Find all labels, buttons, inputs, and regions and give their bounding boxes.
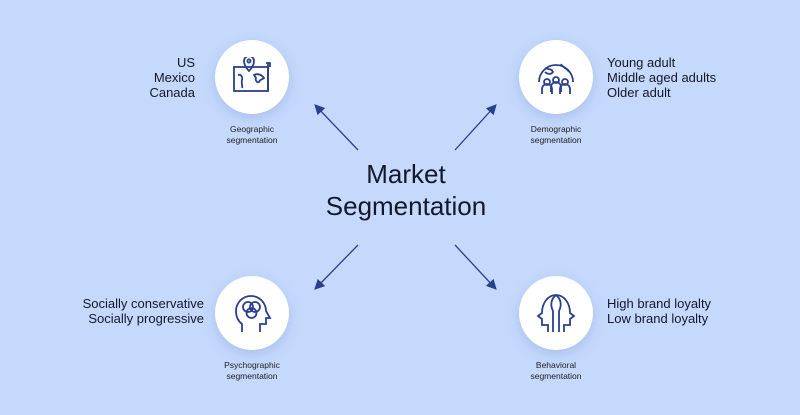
title-line1: Market [366, 159, 446, 189]
caption-line: Demographic [530, 124, 582, 134]
psychographic-circle [215, 276, 289, 350]
caption-line: segmentation [226, 135, 278, 145]
psychographic-caption: Psychographic segmentation [192, 360, 312, 382]
arrow-geographic [314, 104, 359, 151]
caption-line: segmentation [226, 371, 278, 381]
two-heads-icon [536, 294, 576, 332]
caption-line: segmentation [530, 371, 582, 381]
head-circles-icon [235, 295, 272, 332]
map-pin-icon [233, 57, 271, 92]
demographic-items: Young adult Middle aged adults Older adu… [607, 55, 716, 100]
behavioral-caption: Behavioral segmentation [496, 360, 616, 382]
title-line2: Segmentation [325, 191, 487, 221]
demographic-circle [519, 40, 593, 114]
arrow-demographic [454, 104, 497, 151]
psychographic-items: Socially conservative Socially progressi… [83, 296, 204, 326]
diagram-title: Market Segmentation [300, 158, 512, 222]
arrow-psychographic [314, 244, 359, 290]
arrow-behavioral [454, 244, 497, 290]
list-item: Canada [149, 85, 195, 100]
geographic-caption: Geographic segmentation [192, 124, 312, 146]
list-item: Middle aged adults [607, 70, 717, 85]
list-item: High brand loyalty [607, 296, 712, 311]
geographic-items: US Mexico Canada [149, 55, 195, 100]
list-item: Socially conservative [82, 296, 204, 311]
list-item: Older adult [607, 85, 671, 100]
list-item: Young adult [607, 55, 676, 70]
demographic-caption: Demographic segmentation [496, 124, 616, 146]
list-item: Socially progressive [88, 311, 204, 326]
caption-line: Behavioral [535, 360, 577, 370]
list-item: US [176, 55, 195, 70]
list-item: Low brand loyalty [607, 311, 709, 326]
caption-line: Geographic [230, 124, 274, 134]
behavioral-circle [519, 276, 593, 350]
list-item: Mexico [153, 70, 195, 85]
globe-people-icon [538, 63, 574, 94]
caption-line: Psychographic [224, 360, 280, 370]
caption-line: segmentation [530, 135, 582, 145]
geographic-circle [215, 40, 289, 114]
behavioral-items: High brand loyalty Low brand loyalty [607, 296, 711, 326]
